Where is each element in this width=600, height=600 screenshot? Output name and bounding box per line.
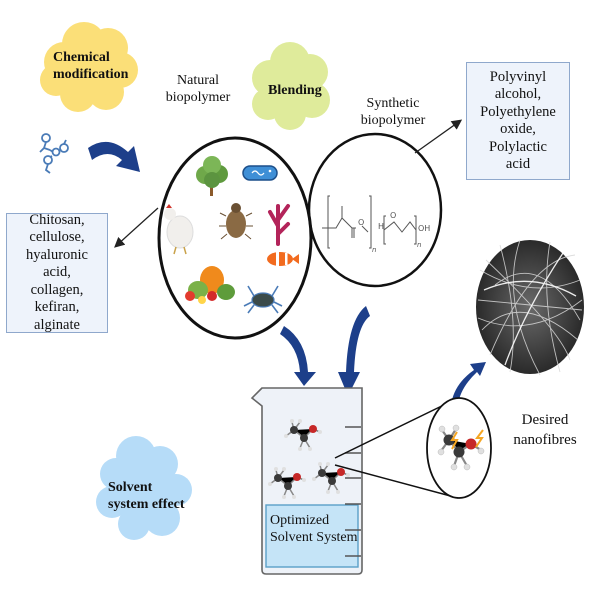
tree-icon — [196, 156, 228, 196]
arrow-synthetic-to-beaker — [338, 306, 370, 396]
synthetic-biopolymer-label: Synthetic biopolymer — [353, 95, 433, 129]
bond-break-icon — [450, 431, 459, 450]
synthetic-biopolymer-circle — [307, 132, 443, 288]
desired-nanofibres-label: Desired nanofibres — [505, 410, 585, 450]
zoom-line-bottom — [334, 464, 459, 499]
arrow-chemical-modification — [88, 141, 140, 172]
clownfish-icon — [267, 252, 299, 266]
peo-oh-label: OH — [418, 224, 431, 233]
synthetic-example-line: oxide, Polylactic — [489, 121, 547, 155]
synthetic-examples-text: Polyvinyl alcohol, Polyethylene oxide, P… — [471, 69, 565, 174]
bacteria-icon — [242, 165, 278, 181]
nanofibre-sem-image — [476, 239, 584, 376]
seaweed-icon — [268, 204, 290, 246]
pla-o-label: O — [358, 218, 365, 227]
synthetic-examples-box: Polyvinyl alcohol, Polyethylene oxide, P… — [466, 62, 570, 180]
vegetables-icon — [185, 266, 235, 304]
chemical-modification-label: Chemical modification — [53, 49, 128, 83]
bond-break-icon — [475, 429, 484, 448]
arrow-to-nanofibres — [451, 362, 486, 405]
natural-example-line: hyaluronic acid, — [25, 246, 88, 281]
solvent-liquid — [265, 504, 359, 568]
zoomed-ethanol-molecule — [437, 424, 485, 471]
natural-example-line: collagen, — [30, 281, 84, 298]
arrow-to-synthetic-examples — [414, 119, 463, 154]
arrow-natural-to-beaker — [280, 326, 316, 386]
molecule-structure-icon — [39, 133, 69, 174]
synthetic-example-line: acid — [505, 156, 531, 172]
desired-label-line1: Desired — [521, 412, 569, 428]
natural-label-line1: Natural — [177, 73, 219, 88]
natural-biopolymer-circle — [157, 136, 313, 340]
ethanol-molecule-2 — [268, 467, 306, 499]
solvent-label-line2: system effect — [108, 497, 185, 512]
ethanol-molecule-3 — [312, 462, 350, 494]
natural-biopolymer-label: Natural biopolymer — [158, 72, 238, 106]
beaker-label-line1: Optimized — [270, 513, 330, 528]
natural-examples-box: Chitosan, cellulose, hyaluronic acid, co… — [6, 212, 108, 335]
chemical-modification-label-line2: modification — [53, 67, 129, 82]
cloud-chemical-modification — [40, 22, 138, 112]
cloud-solvent-system-effect — [96, 436, 192, 540]
beaker — [250, 387, 363, 575]
peo-o-label: O — [390, 211, 397, 220]
pla-subscript: n — [372, 246, 377, 254]
arrow-to-natural-examples — [114, 207, 159, 248]
cloud-blending — [252, 42, 330, 130]
beetle-icon — [219, 203, 253, 240]
synthetic-label-line1: Synthetic — [366, 96, 420, 111]
ethanol-molecule-1 — [284, 419, 322, 451]
optimized-solvent-system-label: Optimized Solvent System — [270, 512, 358, 546]
peo-subscript: n — [417, 241, 422, 249]
solvent-label-line1: Solvent — [108, 480, 153, 495]
synthetic-example-line: Polyvinyl — [489, 68, 547, 85]
beaker-label-line2: Solvent System — [270, 530, 358, 545]
chicken-icon — [164, 204, 194, 255]
solvent-system-effect-label: Solvent system effect — [108, 479, 185, 513]
blending-label: Blending — [268, 83, 322, 98]
synthetic-example-line: Polyethylene — [480, 103, 556, 120]
peo-h-label: H — [378, 222, 385, 231]
crab-icon — [243, 285, 283, 314]
desired-label-line2: nanofibres — [513, 432, 577, 448]
synthetic-example-line: alcohol, — [494, 86, 542, 102]
natural-example-line: cellulose, — [29, 229, 85, 246]
pla-structure — [322, 195, 372, 249]
synthetic-label-line2: biopolymer — [360, 113, 426, 128]
natural-examples-text: Chitosan, cellulose, hyaluronic acid, co… — [11, 212, 103, 335]
natural-example-line: Chitosan, — [29, 211, 85, 228]
zoom-line-top — [334, 400, 453, 459]
chemical-modification-label-line1: Chemical — [53, 50, 110, 65]
natural-label-line2: biopolymer — [165, 90, 231, 105]
natural-example-line: kefiran, alginate — [34, 299, 80, 333]
peo-structure — [383, 215, 417, 245]
